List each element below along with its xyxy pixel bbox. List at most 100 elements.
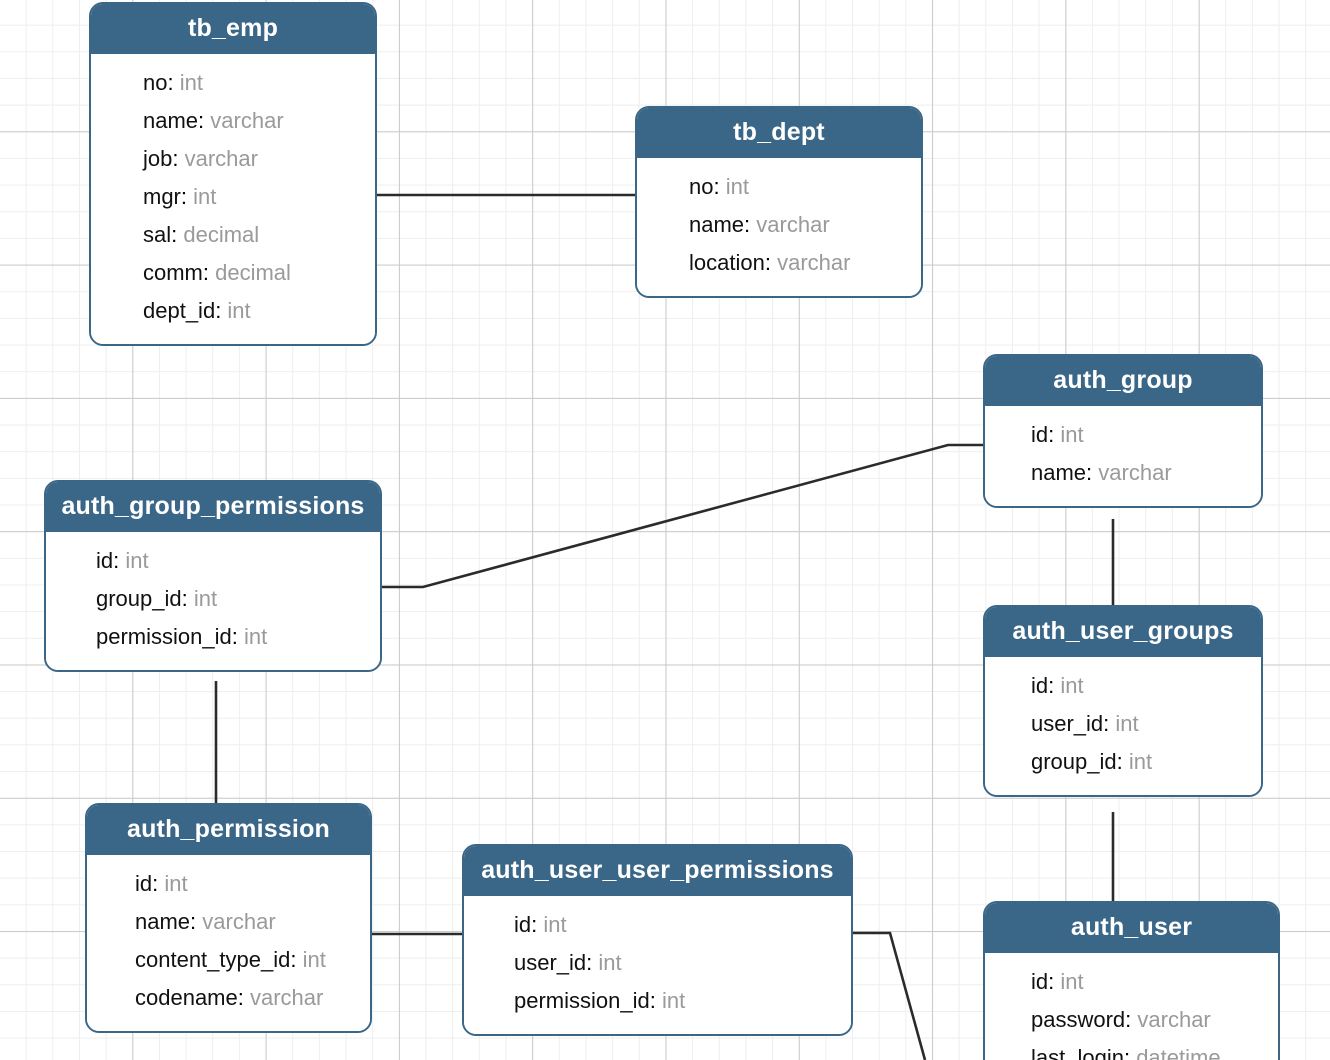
field-auth_user-password[interactable]: password: varchar (985, 1001, 1278, 1039)
field-type: datetime (1136, 1045, 1221, 1060)
field-separator: : (764, 250, 778, 276)
field-type: varchar (756, 212, 830, 238)
field-separator: : (1123, 1045, 1137, 1060)
field-name: content_type_id (135, 947, 291, 973)
field-separator: : (231, 624, 244, 650)
field-name: job (143, 146, 173, 172)
entity-title-auth_user: auth_user (985, 903, 1278, 954)
field-auth_user-id[interactable]: id: int (985, 963, 1278, 1001)
field-name: codename (135, 985, 238, 1011)
field-auth_user_groups-user_id[interactable]: user_id: int (985, 705, 1261, 743)
field-auth_group_permissions-id[interactable]: id: int (46, 542, 380, 580)
field-auth_permission-name[interactable]: name: varchar (87, 903, 370, 941)
field-name: name (143, 108, 199, 134)
field-auth_permission-content_type_id[interactable]: content_type_id: int (87, 941, 370, 979)
field-name: id (1031, 422, 1049, 448)
field-name: id (135, 871, 153, 897)
field-name: sal (143, 222, 172, 248)
field-type: int (243, 624, 268, 650)
field-separator: : (113, 548, 126, 574)
field-separator: : (171, 222, 184, 248)
field-tb_dept-name[interactable]: name: varchar (637, 206, 921, 244)
entity-title-auth_group: auth_group (985, 356, 1261, 407)
field-type: int (164, 871, 188, 897)
field-name: permission_id (514, 988, 650, 1014)
field-auth_user_groups-group_id[interactable]: group_id: int (985, 743, 1261, 781)
field-name: id (514, 912, 532, 938)
field-name: name (1031, 460, 1087, 486)
field-name: user_id (1031, 711, 1104, 737)
field-separator: : (1048, 422, 1061, 448)
edge-userperms-authuser[interactable] (853, 931, 927, 1060)
field-separator: : (290, 947, 303, 973)
field-separator: : (215, 298, 228, 324)
field-type: int (179, 70, 203, 96)
field-type: int (661, 988, 686, 1014)
field-separator: : (152, 871, 165, 897)
field-name: password (1031, 1007, 1126, 1033)
field-auth_user_user_permissions-permission_id[interactable]: permission_id: int (464, 982, 851, 1020)
field-tb_emp-sal[interactable]: sal: decimal (91, 216, 375, 254)
field-type: int (725, 174, 749, 200)
field-name: id (96, 548, 114, 574)
field-type: int (193, 586, 218, 612)
field-separator: : (649, 988, 662, 1014)
field-name: no (689, 174, 714, 200)
field-type: varchar (210, 108, 284, 134)
field-separator: : (180, 184, 194, 210)
field-auth_permission-id[interactable]: id: int (87, 865, 370, 903)
entity-title-auth_permission: auth_permission (87, 805, 370, 856)
field-auth_group_permissions-permission_id[interactable]: permission_id: int (46, 618, 380, 656)
field-name: id (1031, 673, 1049, 699)
field-name: dept_id (143, 298, 216, 324)
field-auth_group-id[interactable]: id: int (985, 416, 1261, 454)
field-tb_dept-location[interactable]: location: varchar (637, 244, 921, 282)
field-auth_user_user_permissions-id[interactable]: id: int (464, 906, 851, 944)
field-type: int (1060, 422, 1084, 448)
entity-title-tb_emp: tb_emp (91, 4, 375, 55)
field-tb_emp-dept_id[interactable]: dept_id: int (91, 292, 375, 330)
entity-title-auth_group_permissions: auth_group_permissions (46, 482, 380, 533)
field-type: int (193, 184, 217, 210)
field-type: int (125, 548, 149, 574)
field-tb_dept-no[interactable]: no: int (637, 168, 921, 206)
field-name: location (689, 250, 765, 276)
field-name: group_id (96, 586, 182, 612)
edge-groupperms-authgroup[interactable] (382, 443, 985, 589)
field-type: varchar (1098, 460, 1172, 486)
field-auth_user_groups-id[interactable]: id: int (985, 667, 1261, 705)
field-name: name (135, 909, 191, 935)
field-tb_emp-comm[interactable]: comm: decimal (91, 254, 375, 292)
field-separator: : (1086, 460, 1099, 486)
field-auth_group-name[interactable]: name: varchar (985, 454, 1261, 492)
field-tb_emp-name[interactable]: name: varchar (91, 102, 375, 140)
field-tb_emp-mgr[interactable]: mgr: int (91, 178, 375, 216)
field-separator: : (1125, 1007, 1138, 1033)
field-auth_permission-codename[interactable]: codename: varchar (87, 979, 370, 1017)
field-auth_group_permissions-group_id[interactable]: group_id: int (46, 580, 380, 618)
field-type: int (227, 298, 251, 324)
field-type: varchar (249, 985, 324, 1011)
field-type: varchar (777, 250, 851, 276)
field-auth_user_user_permissions-user_id[interactable]: user_id: int (464, 944, 851, 982)
field-auth_user-last_login[interactable]: last_login: datetime (985, 1039, 1278, 1060)
field-separator: : (1048, 969, 1061, 995)
field-name: permission_id (96, 624, 232, 650)
field-tb_emp-job[interactable]: job: varchar (91, 140, 375, 178)
field-type: varchar (202, 909, 276, 935)
field-tb_emp-no[interactable]: no: int (91, 64, 375, 102)
